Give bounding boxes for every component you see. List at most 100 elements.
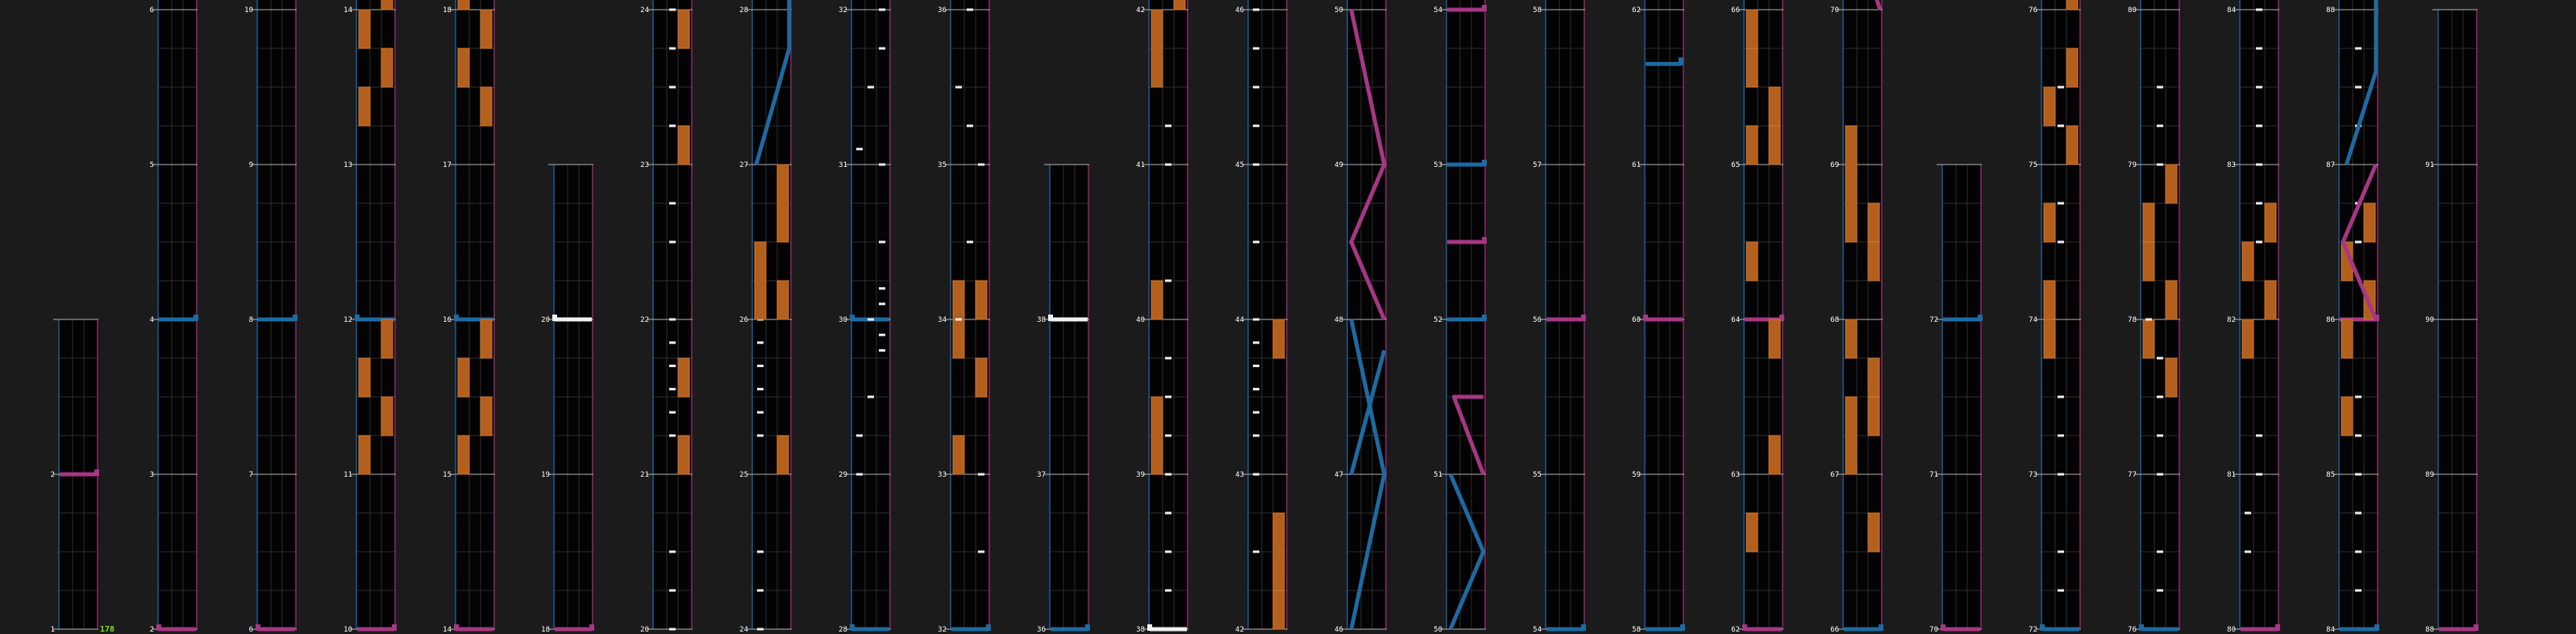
flick-marker-cap	[850, 315, 855, 321]
measure-number: 36	[1037, 626, 1046, 634]
measure-number: 22	[640, 316, 649, 324]
tap-note	[757, 628, 764, 631]
flick-marker-cap	[1941, 624, 1946, 631]
flick-marker-cap	[1680, 624, 1685, 631]
measure-number: 58	[1632, 626, 1641, 634]
chart-column	[1545, 0, 1585, 629]
measure-number: 44	[1235, 316, 1244, 324]
tap-note	[1253, 124, 1259, 127]
measure-number: 41	[1136, 161, 1145, 169]
measure-number: 5	[150, 161, 154, 169]
slide-note	[1451, 394, 1486, 475]
tap-note	[669, 411, 676, 414]
measure-number: 85	[2326, 471, 2335, 479]
tap-note	[669, 589, 676, 592]
tap-note	[2157, 434, 2163, 437]
measure-number: 3	[150, 471, 154, 479]
tap-note	[757, 550, 764, 553]
chart-column	[851, 0, 891, 629]
measure-number: 21	[640, 471, 649, 479]
measure-number: 19	[541, 471, 550, 479]
measure-number: 71	[1929, 471, 1938, 479]
hold-note	[1272, 590, 1285, 630]
measure-number: 61	[1632, 161, 1641, 169]
measure-number: 34	[938, 316, 947, 324]
measure-number: 1	[51, 626, 55, 634]
measure-number: 23	[640, 161, 649, 169]
measure-number: 53	[1434, 161, 1442, 169]
slide-note	[2344, 0, 2378, 165]
flick-marker-cap	[392, 624, 397, 631]
measure-number: 77	[2128, 471, 2137, 479]
hold-note	[2043, 319, 2056, 359]
tap-note	[1165, 124, 1171, 127]
flick-marker-cap	[156, 624, 161, 631]
hold-note	[1151, 9, 1163, 88]
tap-note	[2256, 8, 2262, 11]
measure-number: 37	[1037, 471, 1046, 479]
tap-note	[1165, 434, 1171, 437]
hold-note	[2043, 202, 2056, 243]
hold-note	[776, 164, 789, 243]
flick-marker-cap	[2040, 624, 2045, 631]
measure-number: 87	[2326, 161, 2335, 169]
hold-note	[1272, 512, 1285, 591]
measure-number: 55	[1533, 471, 1542, 479]
tap-note	[2256, 163, 2262, 166]
hold-note	[2043, 86, 2056, 127]
tap-note	[669, 240, 676, 244]
tap-note	[2355, 395, 2362, 398]
flick-marker-cap	[355, 315, 360, 321]
tap-note	[879, 302, 885, 306]
tap-note	[757, 434, 764, 437]
hold-note	[2165, 164, 2178, 204]
tap-note	[2245, 550, 2251, 553]
measure-number: 64	[1731, 316, 1740, 324]
hold-note	[1746, 512, 1758, 553]
tap-note	[1253, 47, 1259, 50]
measure-number: 4	[150, 316, 154, 324]
tap-note	[669, 434, 676, 437]
flick-marker-cap	[256, 624, 260, 631]
measure-number: 79	[2128, 161, 2137, 169]
measure-number: 20	[541, 316, 550, 324]
hold-note	[776, 435, 789, 475]
hold-note	[358, 357, 371, 398]
measure-number: 29	[839, 471, 847, 479]
measure-number: 14	[343, 6, 352, 15]
measure-number: 59	[1632, 471, 1641, 479]
slide-note	[2341, 164, 2378, 320]
measure-number: 68	[1830, 316, 1839, 324]
measure-number: 81	[2227, 471, 2236, 479]
flick-marker-cap	[454, 624, 459, 631]
measure-number: 84	[2227, 6, 2236, 15]
measure-number: 38	[1037, 316, 1046, 324]
measure-number: 20	[640, 626, 649, 634]
tap-note	[1165, 511, 1171, 515]
hold-note	[1867, 202, 1880, 243]
measure-number: 47	[1334, 471, 1343, 479]
measure-number: 80	[2128, 6, 2137, 15]
tap-note	[1165, 473, 1171, 476]
hold-note	[1867, 357, 1880, 398]
hold-note	[952, 280, 965, 320]
measure-number: 78	[2128, 316, 2137, 324]
tap-note	[1253, 240, 1259, 244]
measure-number: 76	[2029, 6, 2037, 15]
tap-note	[669, 550, 676, 553]
hold-note	[754, 241, 767, 320]
measure-number: 51	[1434, 471, 1442, 479]
hold-note	[1151, 396, 1163, 475]
hold-note	[457, 435, 470, 475]
measure-number: 70	[1830, 6, 1839, 15]
tap-note	[856, 148, 863, 151]
measure-number: 42	[1136, 6, 1145, 15]
measure-number: 26	[739, 316, 748, 324]
measure-number: 54	[1434, 6, 1442, 15]
flick-marker-cap	[1879, 624, 1883, 631]
tap-note	[1253, 387, 1259, 390]
measure-number: 27	[739, 161, 748, 169]
total-combo: 178	[100, 625, 114, 634]
tap-note	[669, 365, 676, 368]
